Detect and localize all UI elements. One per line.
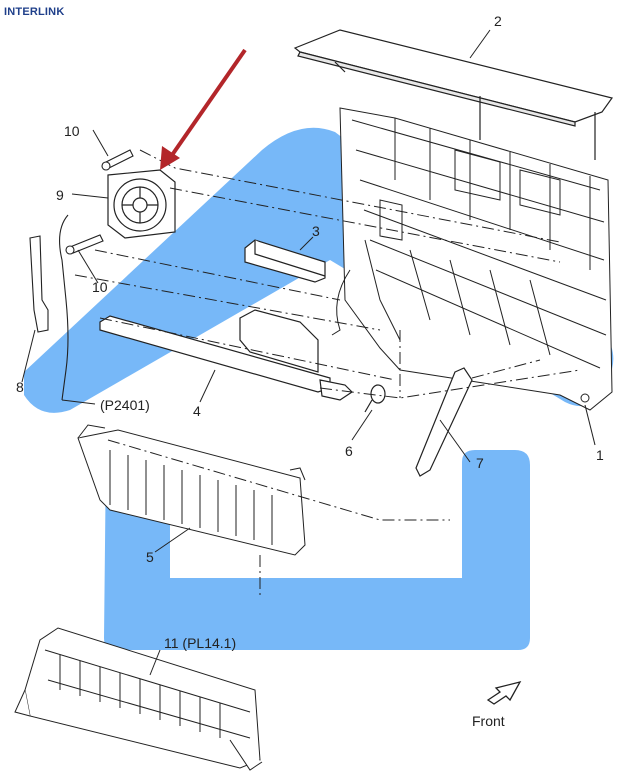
red-arrow-indicator	[160, 48, 247, 170]
brand-logo: INTERLINK	[4, 6, 65, 18]
callout-9: 9	[56, 187, 64, 203]
part-screw-lower	[65, 234, 104, 255]
callout-2: 2	[494, 13, 502, 29]
part-rod-assembly	[99, 309, 353, 401]
callout-labels: 2 10 9 3 10 8 (P2401) 4 6 1 7 5 11 (PL14…	[16, 13, 604, 729]
leader-lines	[21, 29, 596, 676]
callout-1: 1	[596, 447, 604, 463]
part-roller	[364, 384, 386, 413]
callout-7: 7	[476, 455, 484, 471]
front-label: Front	[472, 713, 505, 729]
callout-p2401: (P2401)	[100, 397, 150, 413]
part-screw-upper	[101, 149, 134, 171]
part-fan	[107, 169, 176, 239]
part-top-cover	[293, 29, 614, 160]
part-duct	[244, 239, 326, 283]
callout-10-upper: 10	[64, 123, 80, 139]
part-chute-guide	[77, 424, 306, 556]
assembly-dash-lines	[74, 149, 581, 598]
callout-8: 8	[16, 379, 24, 395]
part-main-frame	[331, 107, 613, 411]
callout-5: 5	[146, 549, 154, 565]
part-lever	[415, 367, 473, 477]
callout-3: 3	[312, 223, 320, 239]
part-harness	[29, 214, 69, 401]
highlight-path-loop	[104, 450, 530, 650]
callout-4: 4	[193, 403, 201, 419]
callout-6: 6	[345, 443, 353, 459]
part-bottom-assembly	[14, 627, 263, 771]
callout-10-lower: 10	[92, 279, 108, 295]
front-direction-arrow	[486, 681, 522, 705]
callout-11: 11 (PL14.1)	[164, 635, 236, 651]
